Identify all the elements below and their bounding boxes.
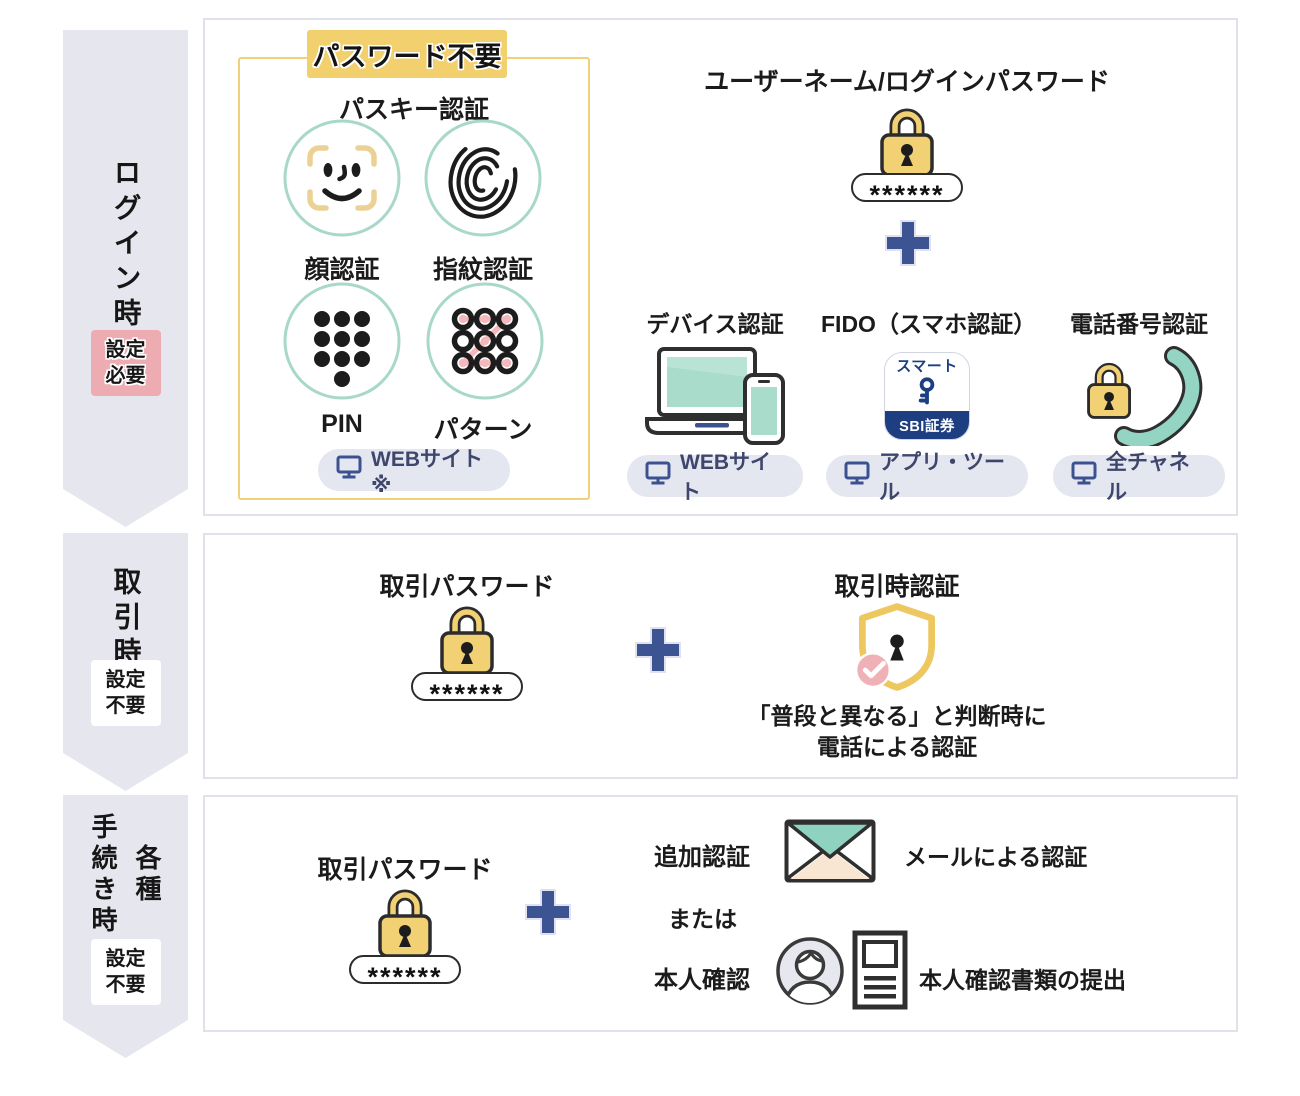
trade-stage-label: 取引時	[110, 567, 142, 672]
fingerprint-icon	[423, 118, 543, 238]
trade-panel: 取引パスワード ****** 取引時認証	[203, 533, 1238, 779]
setting-required-line2: 必要	[105, 365, 146, 387]
passkey-panel	[238, 57, 590, 500]
fido-auth-title: FIDO（スマホ認証）	[821, 311, 1037, 337]
monitor-icon	[645, 461, 671, 491]
fido-app-top-text: スマート	[896, 357, 958, 375]
procedure-label-right: 各種	[132, 844, 162, 906]
setting-required-badge: 設定 必要	[91, 330, 161, 396]
login-panel: パスワード不要 パスキー認証	[203, 18, 1238, 516]
document-icon	[852, 930, 908, 1015]
procedure-stage-arrow: 手続き時 各種 設定 不要	[63, 795, 188, 1058]
fido-app-icon: スマート SBI証券	[884, 337, 970, 455]
pattern-icon	[425, 281, 545, 401]
password-free-header: パスワード不要	[307, 30, 507, 78]
shield-check-icon	[847, 599, 947, 700]
setting-not-required-badge-trade: 設定 不要	[91, 660, 161, 726]
fingerprint-auth-label: 指紋認証	[432, 256, 533, 284]
phone-lock-icon	[1074, 337, 1204, 455]
face-auth-label: 顔認証	[304, 256, 380, 284]
plus-icon	[521, 885, 575, 944]
or-text: または	[668, 906, 737, 932]
pattern-label: パターン	[433, 416, 533, 444]
procedure-label-left: 手続き時	[88, 813, 118, 937]
plus-icon	[881, 216, 935, 275]
trade-stage-arrow: 取引時 設定 不要	[63, 533, 188, 791]
identity-label: 本人確認	[654, 967, 750, 994]
fido-channel-label: アプリ・ツール	[879, 451, 1005, 504]
login-methods: デバイス認証	[609, 305, 1245, 504]
procedure-setting-line2: 不要	[105, 974, 146, 996]
fido-channel-badge: アプリ・ツール	[826, 451, 1028, 504]
additional-auth-label: 追加認証	[654, 844, 750, 871]
monitor-icon	[336, 455, 362, 485]
pin-label: PIN	[321, 410, 363, 438]
monitor-icon	[1071, 461, 1097, 491]
fido-auth-column: FIDO（スマホ認証） スマート SBI証券	[821, 305, 1037, 504]
fido-app-band-text: SBI証券	[885, 411, 969, 439]
lock-icon	[434, 603, 500, 682]
envelope-icon	[784, 819, 876, 888]
setting-not-required-badge-procedure: 設定 不要	[91, 939, 161, 1005]
additional-auth-desc: メールによる認証	[904, 844, 1088, 870]
identity-desc: 本人確認書類の提出	[919, 967, 1126, 993]
trade-auth-desc2: 電話による認証	[816, 734, 978, 760]
lock-icon	[372, 886, 438, 965]
laptop-phone-icon	[645, 337, 785, 455]
login-stage-label: ログイン時	[110, 158, 142, 333]
device-channel-label: WEBサイト	[680, 451, 771, 504]
trade-auth-desc1: 「普段と異なる」と判断時に	[747, 703, 1047, 729]
username-password-title: ユーザーネーム/ログインパスワード	[704, 68, 1110, 96]
device-channel-badge: WEBサイト	[627, 451, 803, 504]
login-stage-arrow: ログイン時 設定 必要	[63, 30, 188, 527]
procedure-password-title: 取引パスワード	[317, 856, 493, 884]
passkey-channel-badge: WEBサイト※	[318, 448, 510, 497]
plus-icon	[631, 623, 685, 682]
trade-password-title: 取引パスワード	[379, 573, 555, 601]
phone-channel-badge: 全チャネル	[1053, 451, 1225, 504]
trade-setting-line2: 不要	[105, 695, 146, 717]
pin-keypad-icon	[282, 281, 402, 401]
phone-channel-label: 全チャネル	[1106, 451, 1190, 504]
procedure-setting-line1: 設定	[105, 948, 146, 970]
trade-setting-line1: 設定	[105, 669, 146, 691]
device-auth-title: デバイス認証	[646, 311, 784, 337]
procedure-stage-label: 手続き時 各種	[85, 813, 166, 937]
masked-password: ******	[349, 955, 461, 984]
face-id-icon	[282, 118, 402, 238]
masked-password: ******	[851, 173, 963, 202]
setting-required-line1: 設定	[105, 339, 146, 361]
passkey-channel-label: WEBサイト※	[371, 447, 483, 497]
device-auth-column: デバイス認証	[609, 305, 821, 504]
key-icon	[914, 376, 940, 410]
phone-auth-column: 電話番号認証	[1033, 305, 1245, 504]
person-icon	[772, 933, 848, 1014]
phone-auth-title: 電話番号認証	[1070, 311, 1208, 337]
trade-auth-title: 取引時認証	[834, 573, 960, 601]
passkey-title: パスキー認証	[338, 96, 489, 124]
monitor-icon	[844, 461, 870, 491]
masked-password: ******	[411, 672, 523, 701]
procedure-panel: 取引パスワード ****** 追加認証 メール	[203, 795, 1238, 1032]
